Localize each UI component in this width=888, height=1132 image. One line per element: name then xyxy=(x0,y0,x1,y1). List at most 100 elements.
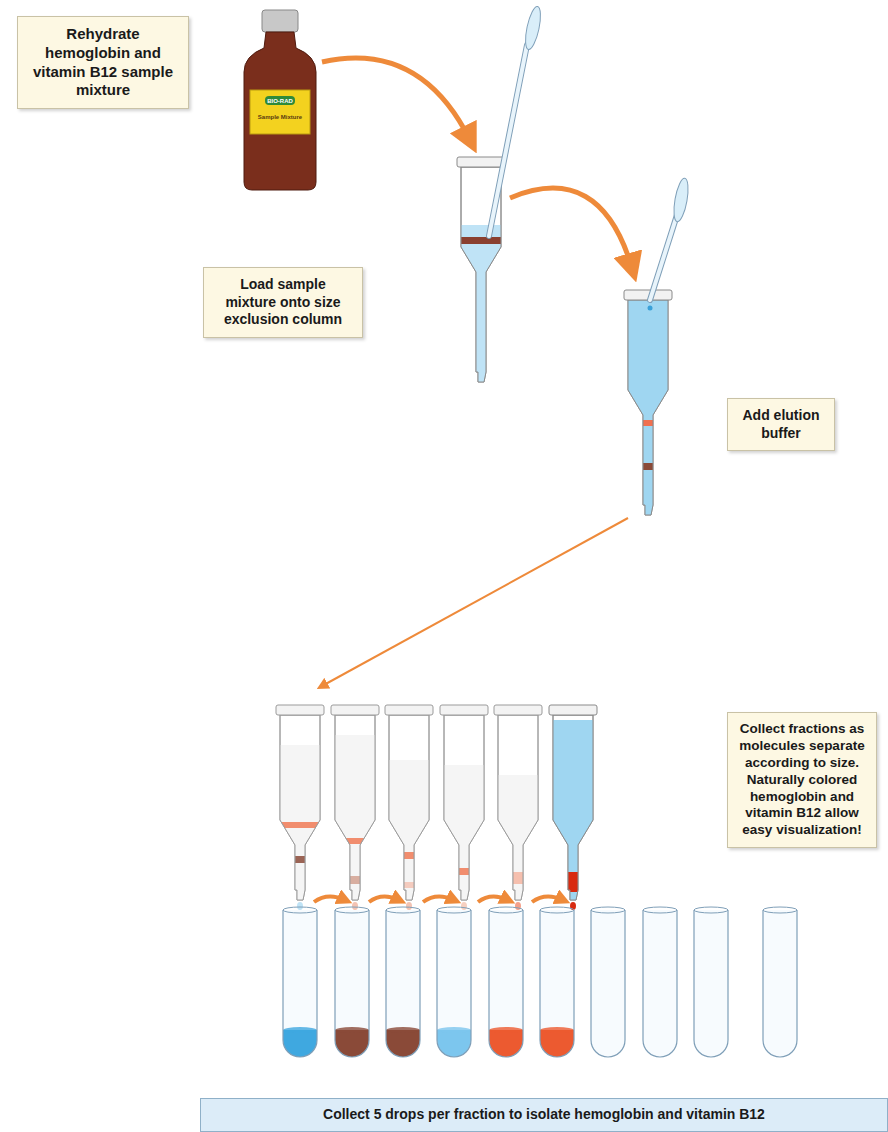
liquid-surface xyxy=(386,1027,420,1033)
column-outline xyxy=(553,715,593,900)
drop xyxy=(406,902,412,910)
column xyxy=(623,290,673,700)
pipette-stem-inner xyxy=(650,215,677,300)
liquid-surface xyxy=(540,1027,574,1033)
column-outline xyxy=(498,715,538,900)
column-outline xyxy=(628,300,668,515)
colored-band xyxy=(384,852,434,859)
tube-rim xyxy=(591,907,625,913)
transfer-arrow xyxy=(314,896,345,902)
transfer-arrow xyxy=(478,896,508,902)
buffer-liquid xyxy=(330,735,380,1132)
bottle-body xyxy=(244,32,316,190)
tube-outline xyxy=(591,910,625,1057)
test-tube xyxy=(437,907,471,1057)
column-outline xyxy=(280,715,320,900)
buffer-liquid xyxy=(623,300,673,700)
tube-rim xyxy=(386,907,420,913)
callout-box: Load sample mixture onto size exclusion … xyxy=(203,267,363,338)
test-tube xyxy=(540,907,574,1057)
tube-rim xyxy=(540,907,574,913)
column xyxy=(275,705,325,1132)
test-tube xyxy=(489,907,523,1057)
column-cap xyxy=(440,705,488,715)
column-contents xyxy=(384,760,434,1132)
step-text: Load sample mixture onto size exclusion … xyxy=(214,276,352,329)
pipette-bulb xyxy=(671,177,690,222)
tube-outline xyxy=(694,910,728,1057)
pipette-stem-inner xyxy=(489,45,527,236)
bottle-cap xyxy=(262,10,298,32)
colored-band xyxy=(623,463,673,470)
test-tube xyxy=(763,907,797,1057)
transfer-arrow xyxy=(423,896,454,902)
bottle-label xyxy=(250,90,310,134)
buffer-liquid xyxy=(384,760,434,1132)
column-contents xyxy=(275,745,325,1132)
flow-arrow xyxy=(510,188,632,268)
tube-outline xyxy=(763,910,797,1057)
sample-bottle xyxy=(244,10,316,190)
column-outline xyxy=(444,715,484,900)
tube-glass xyxy=(591,910,625,1057)
tube-glass xyxy=(694,910,728,1057)
test-tube xyxy=(591,907,625,1057)
pipette xyxy=(489,5,543,236)
drop xyxy=(461,902,467,910)
tube-outline xyxy=(283,910,317,1057)
tube-glass xyxy=(437,910,471,1057)
drop xyxy=(297,902,303,910)
flow-arrow xyxy=(322,58,470,140)
colored-band xyxy=(439,868,489,875)
colored-band xyxy=(330,838,380,844)
tube-outline xyxy=(386,910,420,1057)
transfer-arrow xyxy=(369,896,399,902)
pipette-stem xyxy=(489,45,527,236)
test-tube xyxy=(335,907,369,1057)
tube-outline xyxy=(489,910,523,1057)
column-cap xyxy=(276,705,324,715)
tube-glass xyxy=(489,910,523,1057)
liquid-surface xyxy=(437,1027,471,1033)
column xyxy=(330,705,380,1132)
tube-rim xyxy=(489,907,523,913)
tube-outline xyxy=(540,910,574,1057)
test-tube xyxy=(386,907,420,1057)
bottle-label-text: Sample Mixture xyxy=(252,114,308,120)
callout-box: Collect fractions as molecules separate … xyxy=(727,712,877,848)
column-cap xyxy=(331,705,379,715)
drop xyxy=(352,902,358,910)
tube-glass xyxy=(283,910,317,1057)
tube-outline xyxy=(335,910,369,1057)
column-contents xyxy=(623,300,673,700)
colored-band xyxy=(456,237,506,244)
pipette-stem xyxy=(650,215,677,300)
buffer-liquid xyxy=(275,745,325,1132)
tube-rim xyxy=(643,907,677,913)
column xyxy=(456,157,506,625)
step-text: Rehydrate hemoglobin and vitamin B12 sam… xyxy=(28,25,178,100)
column-contents xyxy=(330,735,380,1132)
tube-rim xyxy=(763,907,797,913)
step-text: Add elution buffer xyxy=(738,407,824,442)
colored-band xyxy=(623,420,673,426)
test-tube xyxy=(283,907,317,1057)
liquid-surface xyxy=(335,1027,369,1033)
column-cap xyxy=(494,705,542,715)
caption-band: Collect 5 drops per fraction to isolate … xyxy=(200,1098,888,1132)
column-contents xyxy=(456,225,506,625)
column-cap xyxy=(457,157,505,167)
column-outline xyxy=(389,715,429,900)
flow-arrow xyxy=(322,518,628,686)
bottle-label-text: BIO-RAD xyxy=(262,98,298,104)
tube-rim xyxy=(283,907,317,913)
tube-outline xyxy=(643,910,677,1057)
tube-glass xyxy=(335,910,369,1057)
transfer-arrow xyxy=(532,896,563,902)
pipette-bulb xyxy=(523,5,544,51)
column xyxy=(384,705,434,1132)
callout-box: Rehydrate hemoglobin and vitamin B12 sam… xyxy=(17,16,189,109)
tube-glass xyxy=(643,910,677,1057)
liquid-surface xyxy=(489,1027,523,1033)
